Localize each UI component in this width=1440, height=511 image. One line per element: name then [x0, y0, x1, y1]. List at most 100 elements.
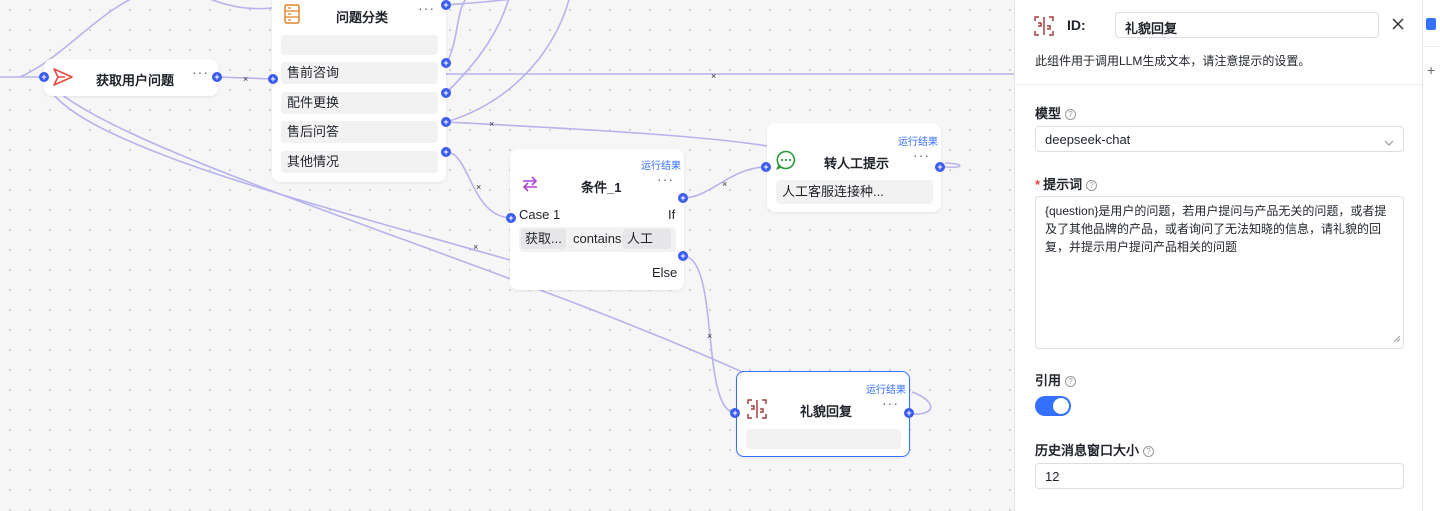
- output-port[interactable]: +: [441, 117, 451, 127]
- edge-get-long: [43, 77, 511, 261]
- edge-x-mark[interactable]: ×: [476, 182, 482, 192]
- resize-handle-icon[interactable]: [1393, 331, 1401, 346]
- history-window-value: 12: [1045, 469, 1060, 484]
- output-port[interactable]: +: [935, 162, 945, 172]
- required-mark: *: [1035, 177, 1041, 192]
- edge-aftersales-transfer: [445, 121, 768, 147]
- run-result-link[interactable]: 运行结果: [898, 137, 938, 148]
- prompt-text: {question}是用户的问题，若用户提问与产品无关的问题，或者提及了其他品牌…: [1045, 204, 1387, 254]
- model-value: deepseek-chat: [1045, 132, 1131, 147]
- model-label: 模型?: [1035, 103, 1077, 122]
- category-item[interactable]: 其他情况: [281, 151, 438, 173]
- toolbar-icon[interactable]: [1426, 18, 1436, 30]
- help-icon[interactable]: ?: [1065, 376, 1077, 387]
- classify-input-row[interactable]: [281, 35, 438, 55]
- model-select[interactable]: deepseek-chat: [1035, 126, 1404, 152]
- output-port[interactable]: +: [441, 88, 451, 98]
- edge-top-a: [445, 0, 467, 65]
- divider: [1015, 84, 1423, 85]
- quote-toggle[interactable]: [1035, 396, 1071, 416]
- node-config-panel: ID: 礼貌回复 此组件用于调用LLM生成文本，请注意提示的设置。 模型? de…: [1014, 0, 1423, 511]
- more-menu-icon[interactable]: ···: [192, 64, 209, 80]
- run-result-link[interactable]: 运行结果: [866, 385, 906, 396]
- output-port[interactable]: +: [904, 408, 914, 418]
- edge-x-mark[interactable]: ×: [722, 179, 728, 189]
- chat-icon: [775, 150, 796, 175]
- help-icon[interactable]: ?: [1065, 109, 1077, 120]
- output-port[interactable]: +: [441, 147, 451, 157]
- message-content[interactable]: 人工客服连接种...: [776, 180, 933, 204]
- node-title: 条件_1: [581, 180, 622, 195]
- condition-operator[interactable]: contains: [573, 231, 622, 246]
- edge-get-classify: [216, 76, 274, 80]
- help-icon[interactable]: ?: [1086, 180, 1098, 191]
- panel-description: 此组件用于调用LLM生成文本，请注意提示的设置。: [1035, 54, 1311, 68]
- node-transfer-human[interactable]: 运行结果 转人工提示 ··· 人工客服连接种...: [767, 123, 941, 212]
- edge-top-left: [19, 0, 131, 78]
- node-title: 转人工提示: [824, 156, 890, 171]
- node-question-classify[interactable]: 问题分类 ··· 售前咨询 配件更换 售后问答 其他情况: [272, 0, 446, 182]
- toggle-knob: [1053, 398, 1069, 414]
- edge-polite-loop: [908, 391, 932, 415]
- case-label: Case 1: [519, 207, 561, 222]
- llm-icon: [747, 399, 767, 424]
- node-condition[interactable]: 运行结果 条件_1 ··· Case 1 If 获取... contains 人…: [510, 149, 684, 290]
- switch-icon: [520, 175, 540, 198]
- condition-variable[interactable]: 获取...: [521, 229, 566, 249]
- node-id-input[interactable]: 礼貌回复: [1115, 12, 1379, 38]
- input-port[interactable]: +: [39, 72, 49, 82]
- id-label: ID:: [1067, 17, 1086, 33]
- node-content-row[interactable]: [746, 429, 901, 449]
- edge-x-mark[interactable]: ×: [711, 71, 717, 81]
- close-icon[interactable]: [1391, 17, 1405, 36]
- more-menu-icon[interactable]: ···: [657, 171, 674, 187]
- llm-icon: [1034, 16, 1054, 41]
- else-label: Else: [652, 265, 678, 280]
- edge-if-transfer: [682, 166, 766, 199]
- node-get-user-question[interactable]: 获取用户问题 ···: [44, 59, 218, 96]
- more-menu-icon[interactable]: ···: [913, 147, 930, 163]
- category-item[interactable]: 售前咨询: [281, 62, 438, 84]
- condition-row[interactable]: 获取... contains 人工: [519, 227, 676, 252]
- condition-value[interactable]: 人工: [623, 229, 671, 249]
- more-menu-icon[interactable]: ···: [418, 0, 435, 16]
- input-port[interactable]: +: [730, 408, 740, 418]
- input-port[interactable]: +: [761, 162, 771, 172]
- input-port[interactable]: +: [268, 74, 278, 84]
- prompt-textarea[interactable]: {question}是用户的问题，若用户提问与产品无关的问题，或者提及了其他品牌…: [1035, 196, 1404, 349]
- if-label: If: [668, 207, 676, 222]
- chevron-down-icon: [1384, 135, 1394, 150]
- edge-top-classify: [210, 0, 273, 10]
- edge-x-mark[interactable]: ×: [707, 331, 713, 341]
- output-port[interactable]: +: [441, 58, 451, 68]
- history-window-label: 历史消息窗口大小?: [1035, 440, 1155, 459]
- else-output-port[interactable]: +: [678, 251, 688, 261]
- help-icon[interactable]: ?: [1143, 446, 1155, 457]
- node-polite-reply[interactable]: 运行结果 礼貌回复 ···: [736, 371, 910, 457]
- prompt-label: *提示词?: [1035, 174, 1098, 193]
- input-port[interactable]: +: [506, 213, 516, 223]
- edges-layer: [0, 0, 1014, 415]
- category-item[interactable]: 配件更换: [281, 92, 438, 114]
- workflow-canvas[interactable]: × × × × × × × 获取用户问题 ··· + + 问题分类 ··· 售前…: [0, 0, 1014, 511]
- send-icon: [52, 67, 74, 92]
- edge-x-mark[interactable]: ×: [473, 242, 479, 252]
- node-id-value: 礼貌回复: [1125, 21, 1178, 36]
- edge-else-polite: [682, 255, 736, 414]
- output-port[interactable]: +: [212, 72, 222, 82]
- run-result-link[interactable]: 运行结果: [641, 161, 681, 172]
- edge-top-b: [445, 0, 510, 94]
- add-icon[interactable]: +: [1427, 62, 1436, 78]
- category-item[interactable]: 售后问答: [281, 121, 438, 143]
- list-icon: [284, 4, 300, 29]
- quote-label: 引用?: [1035, 370, 1077, 389]
- edge-x-mark[interactable]: ×: [243, 74, 249, 84]
- node-title: 获取用户问题: [96, 73, 175, 88]
- node-title: 问题分类: [336, 10, 389, 25]
- if-output-port[interactable]: +: [678, 193, 688, 203]
- more-menu-icon[interactable]: ···: [882, 395, 899, 411]
- history-window-input[interactable]: 12: [1035, 463, 1404, 489]
- edge-top-d: [445, 0, 511, 6]
- output-port[interactable]: +: [441, 0, 451, 10]
- edge-x-mark[interactable]: ×: [489, 119, 495, 129]
